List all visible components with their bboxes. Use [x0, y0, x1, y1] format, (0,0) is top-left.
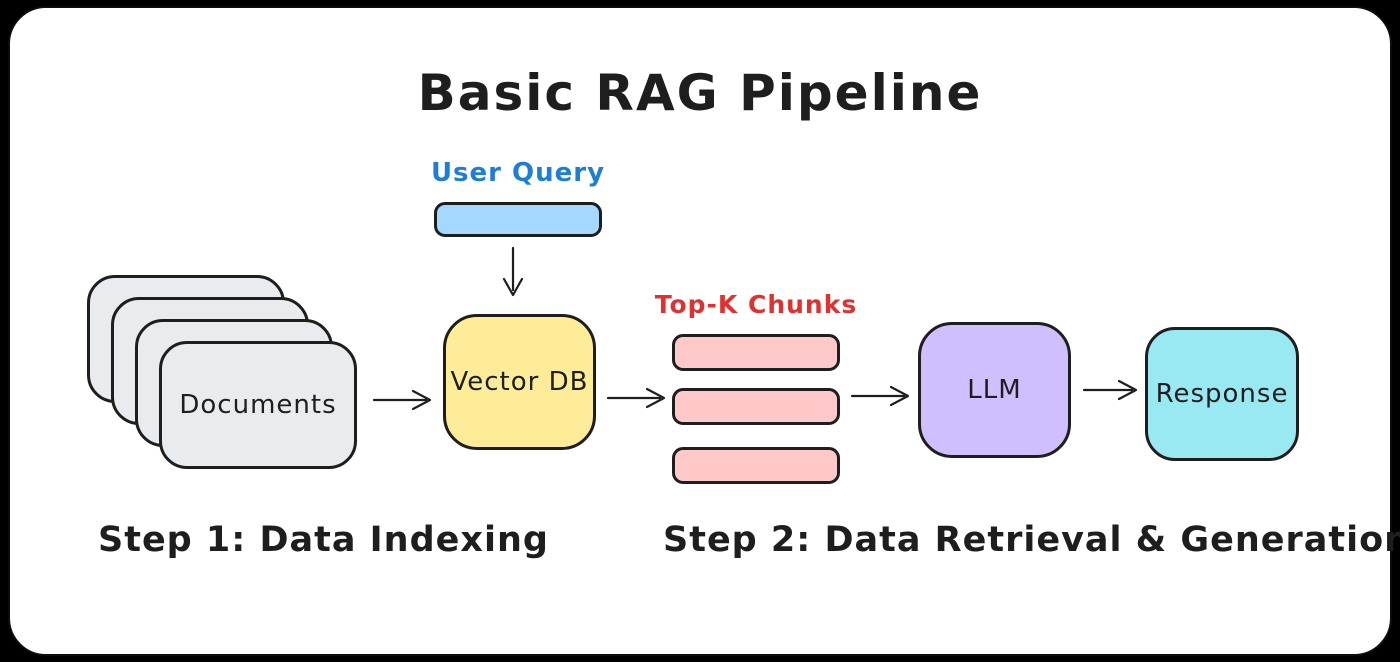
arrow-down-icon: [502, 246, 524, 297]
documents-stack: Documents: [87, 275, 357, 471]
vector-db-label: Vector DB: [450, 367, 589, 397]
llm-label: LLM: [967, 375, 1022, 405]
step1-caption: Step 1: Data Indexing: [98, 520, 549, 560]
diagram-title: Basic RAG Pipeline: [417, 64, 983, 122]
documents-label: Documents: [179, 390, 337, 420]
user-query-bar: [434, 202, 602, 237]
arrow-right-icon: [372, 389, 432, 411]
response-node: Response: [1145, 327, 1299, 461]
arrow-right-icon: [850, 385, 910, 407]
llm-node: LLM: [918, 322, 1071, 458]
document-card-front: Documents: [159, 341, 357, 469]
user-query-label: User Query: [430, 158, 606, 188]
arrow-right-icon: [1082, 379, 1138, 401]
chunk-bar: [672, 334, 840, 371]
chunk-bar: [672, 388, 840, 425]
vector-db-node: Vector DB: [443, 314, 596, 450]
arrow-right-icon: [606, 387, 666, 409]
step2-caption: Step 2: Data Retrieval & Generation: [663, 520, 1400, 560]
response-label: Response: [1155, 379, 1289, 409]
chunk-bar: [672, 447, 840, 484]
top-k-chunks-label: Top-K Chunks: [654, 290, 858, 319]
